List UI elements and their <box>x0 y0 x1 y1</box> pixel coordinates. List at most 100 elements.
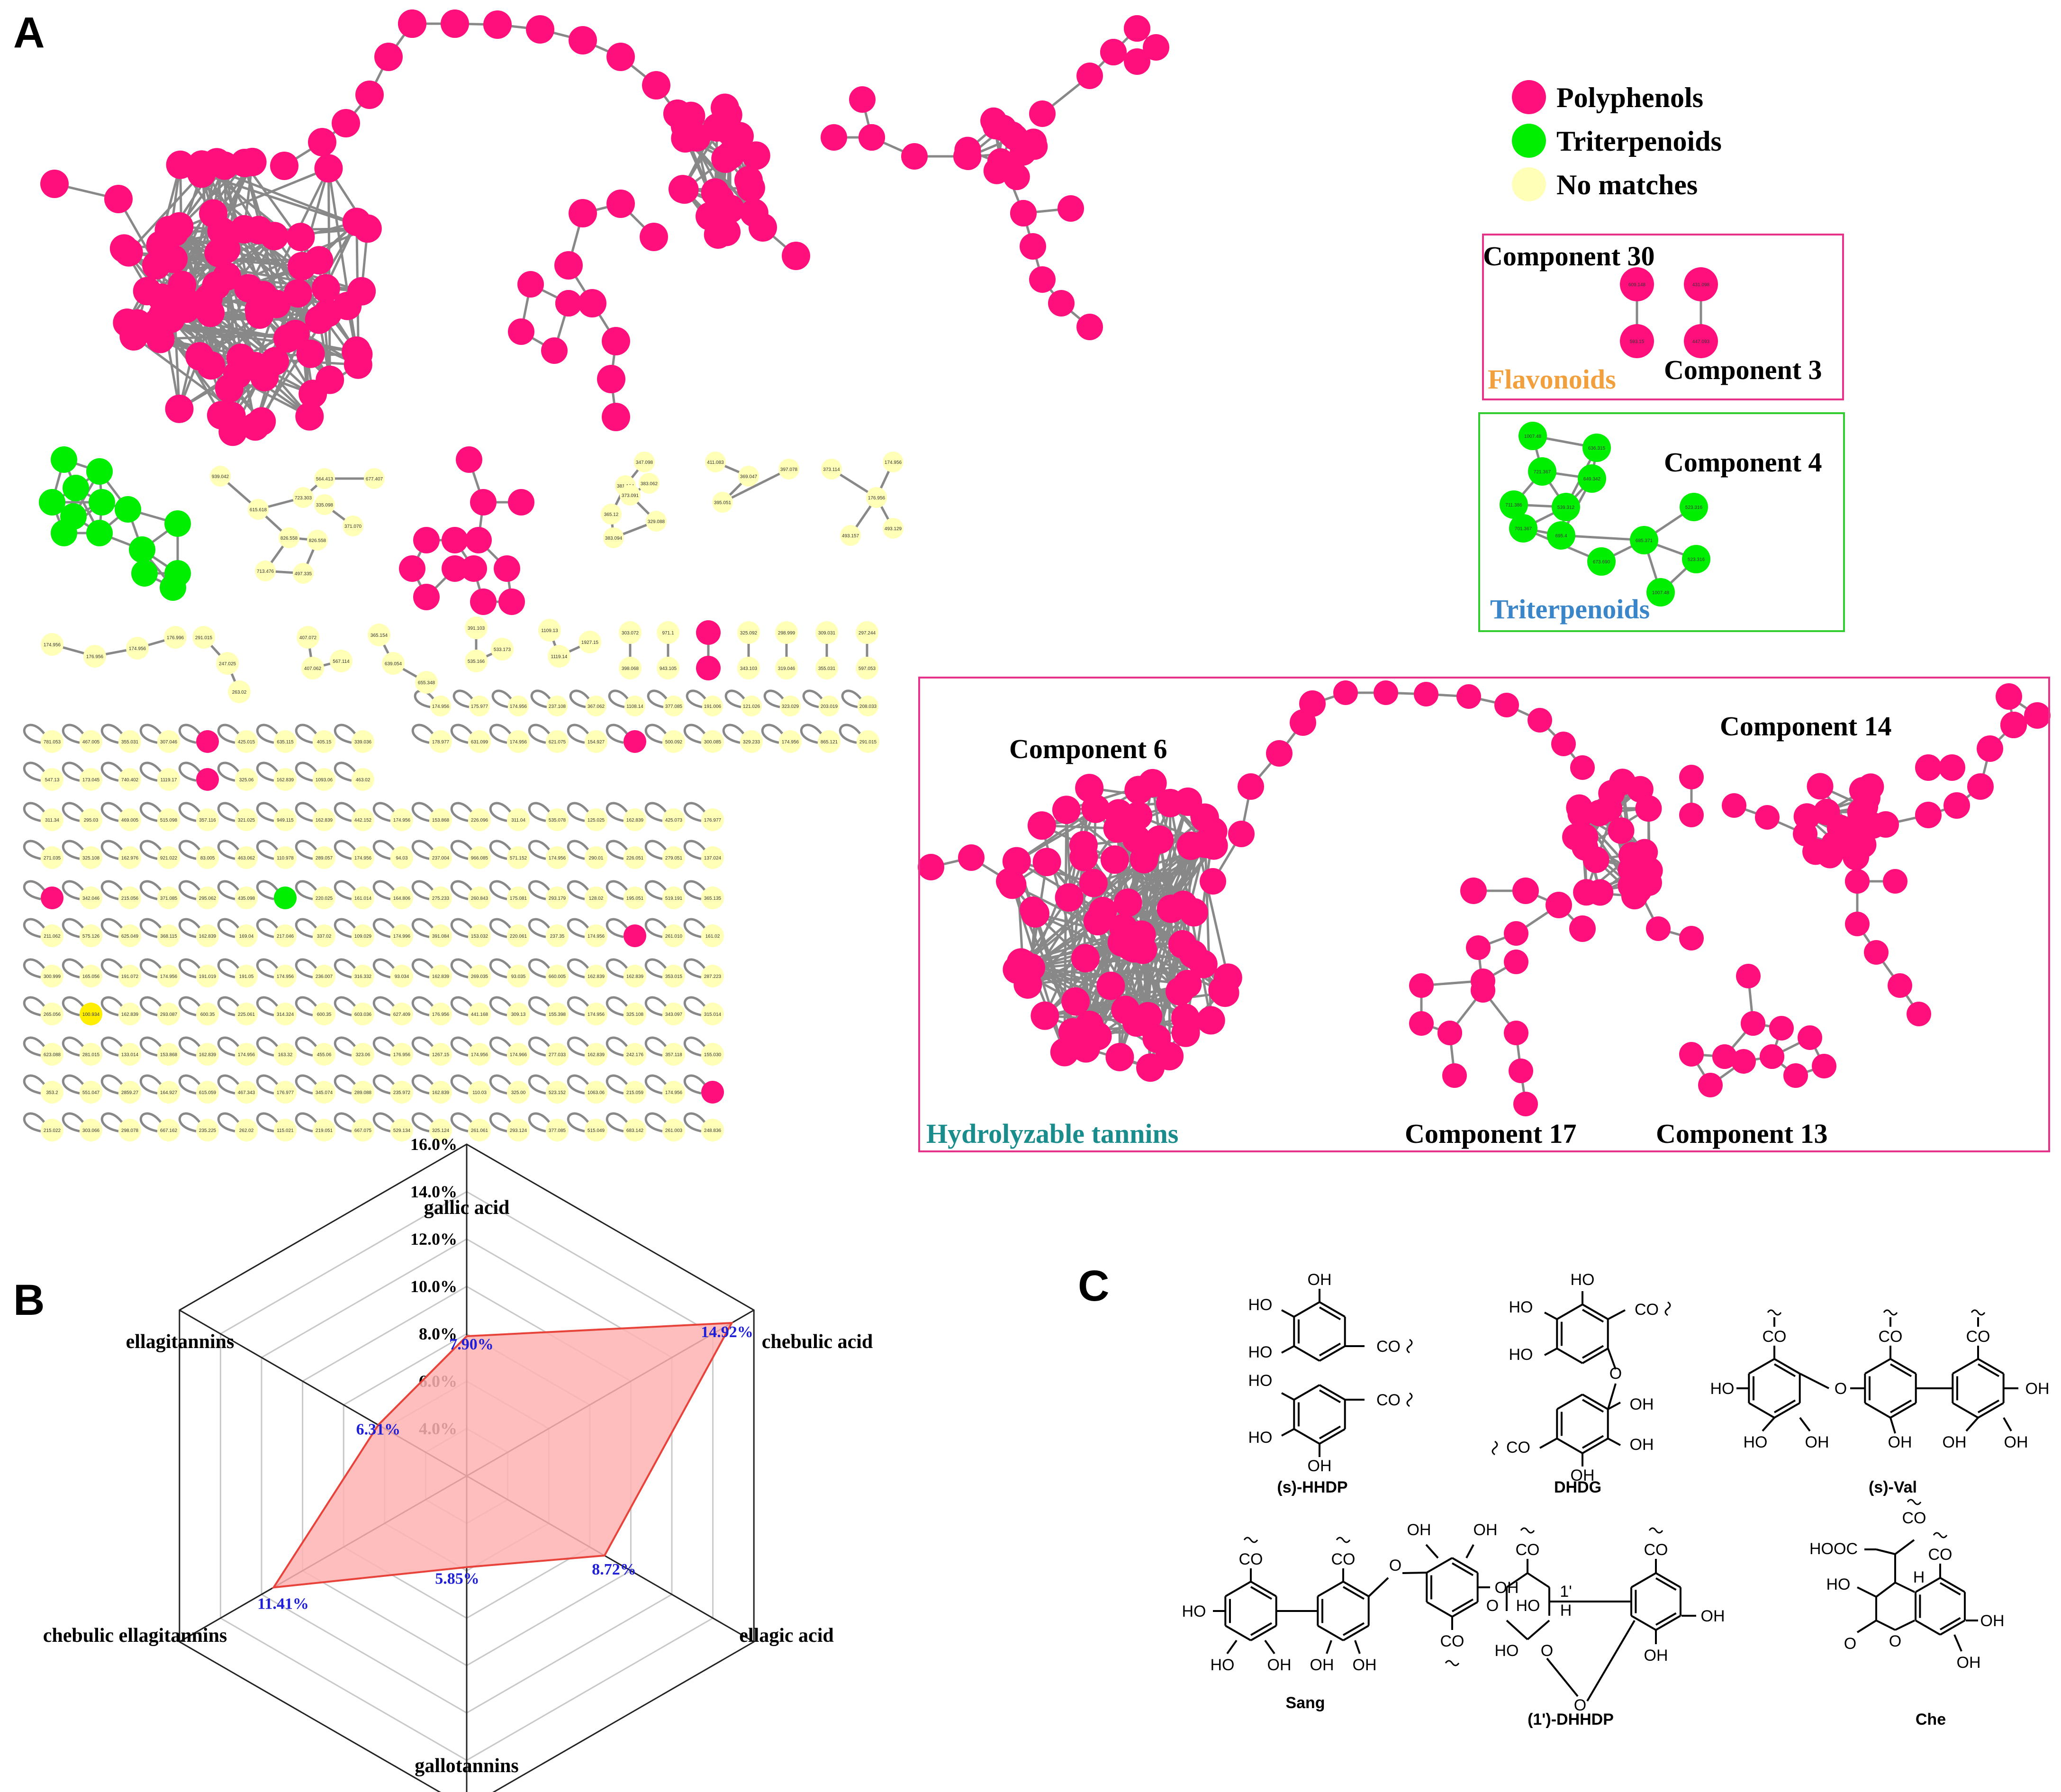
bond <box>1953 1634 1962 1652</box>
bond <box>1915 1620 1941 1636</box>
atom-label: OH <box>1310 1656 1334 1674</box>
nomatch-node <box>507 808 530 831</box>
bond <box>1319 1345 1346 1362</box>
self-loop-edge <box>761 724 784 744</box>
polyphenol-node <box>273 324 302 353</box>
triterpenoid-node <box>1547 521 1575 550</box>
polyphenol-node <box>1471 978 1495 1003</box>
node-label: 355.031 <box>818 666 836 671</box>
node-label: 655.348 <box>418 680 435 686</box>
atom-label: HOOC <box>1809 1540 1858 1558</box>
nomatch-node <box>164 626 187 649</box>
nomatch-node <box>662 1081 685 1104</box>
nomatch-node <box>585 1043 607 1066</box>
self-loop-edge <box>644 958 667 978</box>
self-loop-edge <box>334 1036 356 1057</box>
bond <box>1281 1392 1294 1401</box>
self-loop-edge <box>178 1036 201 1057</box>
node-label: 248.836 <box>704 1128 722 1133</box>
node-label: 740.402 <box>121 778 139 783</box>
component-13-title: Component 13 <box>1656 1118 1828 1149</box>
node-label: 567.114 <box>333 659 350 664</box>
self-loop-edge <box>411 1074 434 1095</box>
self-loop-edge <box>411 802 434 822</box>
nomatch-node <box>390 846 413 869</box>
polyphenol-node <box>624 924 646 947</box>
polyphenol-node <box>1020 233 1046 260</box>
node-label: 162.839 <box>626 974 644 979</box>
node-label: 603.036 <box>354 1012 372 1017</box>
legend-polyphenol-swatch <box>1512 80 1546 114</box>
nomatch-node <box>235 924 258 947</box>
polyphenol-node <box>342 336 371 365</box>
polyphenol-node <box>569 199 597 227</box>
atom-label: HO <box>1495 1642 1519 1660</box>
bond <box>1582 1303 1609 1320</box>
polyphenol-node <box>1003 955 1031 984</box>
attachment-wavy <box>1406 1392 1413 1407</box>
self-loop-edge <box>567 724 589 744</box>
node-label: 1007.48 <box>1652 590 1670 596</box>
atom-label: OH <box>1980 1612 2005 1630</box>
node-label: 164.806 <box>393 896 411 901</box>
polyphenol-node <box>262 290 291 318</box>
nomatch-node <box>468 1119 491 1141</box>
self-loop-edge <box>139 1074 162 1095</box>
node-label: 174.956 <box>665 1090 683 1095</box>
nomatch-node <box>313 768 335 791</box>
nomatch-node <box>701 924 724 947</box>
nomatch-node <box>352 730 374 753</box>
polyphenol-node <box>204 238 233 267</box>
self-loop-edge <box>100 918 123 938</box>
self-loop-edge <box>23 1112 45 1132</box>
bond <box>1527 1620 1550 1640</box>
bond <box>1556 1394 1583 1410</box>
nomatch-node <box>314 494 335 515</box>
nomatch-node <box>620 485 641 506</box>
polyphenol-node <box>1200 868 1226 895</box>
polyphenol-node <box>1513 1092 1538 1116</box>
atom-label: HO <box>1182 1602 1206 1620</box>
node-label: 235.972 <box>393 1090 411 1095</box>
self-loop-edge <box>489 1074 512 1095</box>
self-loop-edge <box>489 724 512 744</box>
nomatch-node <box>313 887 335 909</box>
nomatch-node <box>585 1003 607 1025</box>
self-loop-edge <box>100 958 123 978</box>
node-label: 343.103 <box>740 666 758 671</box>
nomatch-node <box>352 1081 374 1104</box>
triterpenoid-node <box>164 510 191 537</box>
bond <box>1582 1394 1609 1410</box>
component-30-title: Component 30 <box>1483 241 1655 272</box>
polyphenol-node <box>704 220 732 249</box>
self-loop-edge <box>217 958 240 978</box>
node-label: 174.956 <box>549 856 566 861</box>
polyphenol-node <box>1915 754 1942 781</box>
structure-name: (s)-Val <box>1869 1478 1917 1496</box>
node-label: 369.047 <box>740 474 758 480</box>
atom-label: HO <box>1744 1433 1768 1451</box>
polyphenol-node <box>821 124 847 151</box>
node-label: 226.096 <box>471 818 488 823</box>
atom-label: H <box>1560 1602 1572 1620</box>
node-label: 176.996 <box>167 635 184 641</box>
polyphenol-node <box>165 394 194 423</box>
polyphenol-node <box>1570 755 1595 780</box>
nomatch-node <box>228 680 251 703</box>
nomatch-node <box>255 561 276 581</box>
self-loop-edge <box>606 802 628 822</box>
nomatch-node <box>210 466 231 487</box>
node-label: 290.01 <box>589 856 604 861</box>
bond <box>1451 1598 1474 1612</box>
bond <box>1465 1544 1474 1558</box>
node-label: 357.118 <box>665 1052 682 1058</box>
atom-label: OH <box>1630 1395 1654 1413</box>
bond <box>1317 1581 1344 1597</box>
node-label: 383.062 <box>641 481 658 487</box>
bond <box>1607 1383 1617 1410</box>
self-loop-edge <box>178 918 201 938</box>
node-label: 155.398 <box>549 1012 566 1017</box>
node-label: 371.085 <box>160 896 178 901</box>
nomatch-node <box>390 1043 413 1066</box>
node-label: 701.367 <box>1515 526 1532 532</box>
